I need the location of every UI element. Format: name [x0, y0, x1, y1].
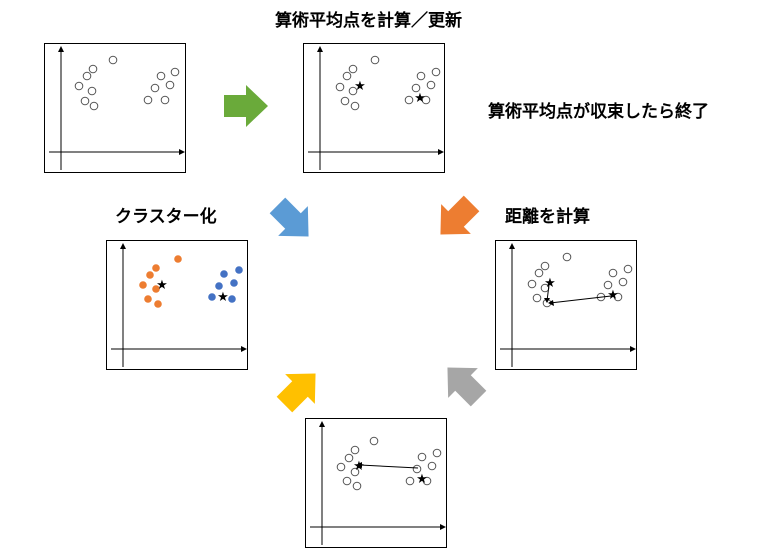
scatter-plot-distance-bottom: ★ ★	[310, 421, 446, 545]
panel-distance-bottom: ★ ★	[305, 418, 447, 548]
panel-clustering: ★ ★	[106, 240, 248, 370]
scatter-plot-distance: ★ ★	[500, 243, 636, 367]
scatter-plot-initial	[49, 46, 185, 170]
panel-distance: ★ ★	[495, 240, 637, 370]
centroid-star-icon: ★	[544, 276, 556, 291]
scatter-plot-clustering: ★ ★	[111, 243, 247, 367]
blue-arrow-icon	[269, 197, 309, 237]
panel-compute-mean: ★ ★	[303, 43, 445, 173]
convergence-note: 算術平均点が収束したら終了	[488, 102, 709, 122]
centroid-star-icon: ★	[217, 290, 229, 305]
scatter-plot-compute-mean: ★ ★	[308, 46, 444, 170]
centroid-star-icon: ★	[416, 472, 428, 487]
centroid-star-icon: ★	[354, 79, 366, 94]
step-title-compute-mean: 算術平均点を計算／更新	[275, 11, 462, 31]
centroid-star-icon: ★	[607, 288, 619, 303]
centroid-star-icon: ★	[414, 91, 426, 106]
centroid-star-icon: ★	[353, 459, 365, 474]
orange-arrow-icon	[440, 195, 480, 235]
gray-arrow-icon	[447, 367, 487, 407]
centroid-star-icon: ★	[156, 278, 168, 293]
step-title-clustering: クラスター化	[115, 207, 217, 227]
green-arrow-icon	[224, 85, 268, 127]
panel-initial-points	[44, 43, 186, 173]
step-title-distance: 距離を計算	[505, 207, 590, 227]
yellow-arrow-icon	[276, 373, 316, 413]
